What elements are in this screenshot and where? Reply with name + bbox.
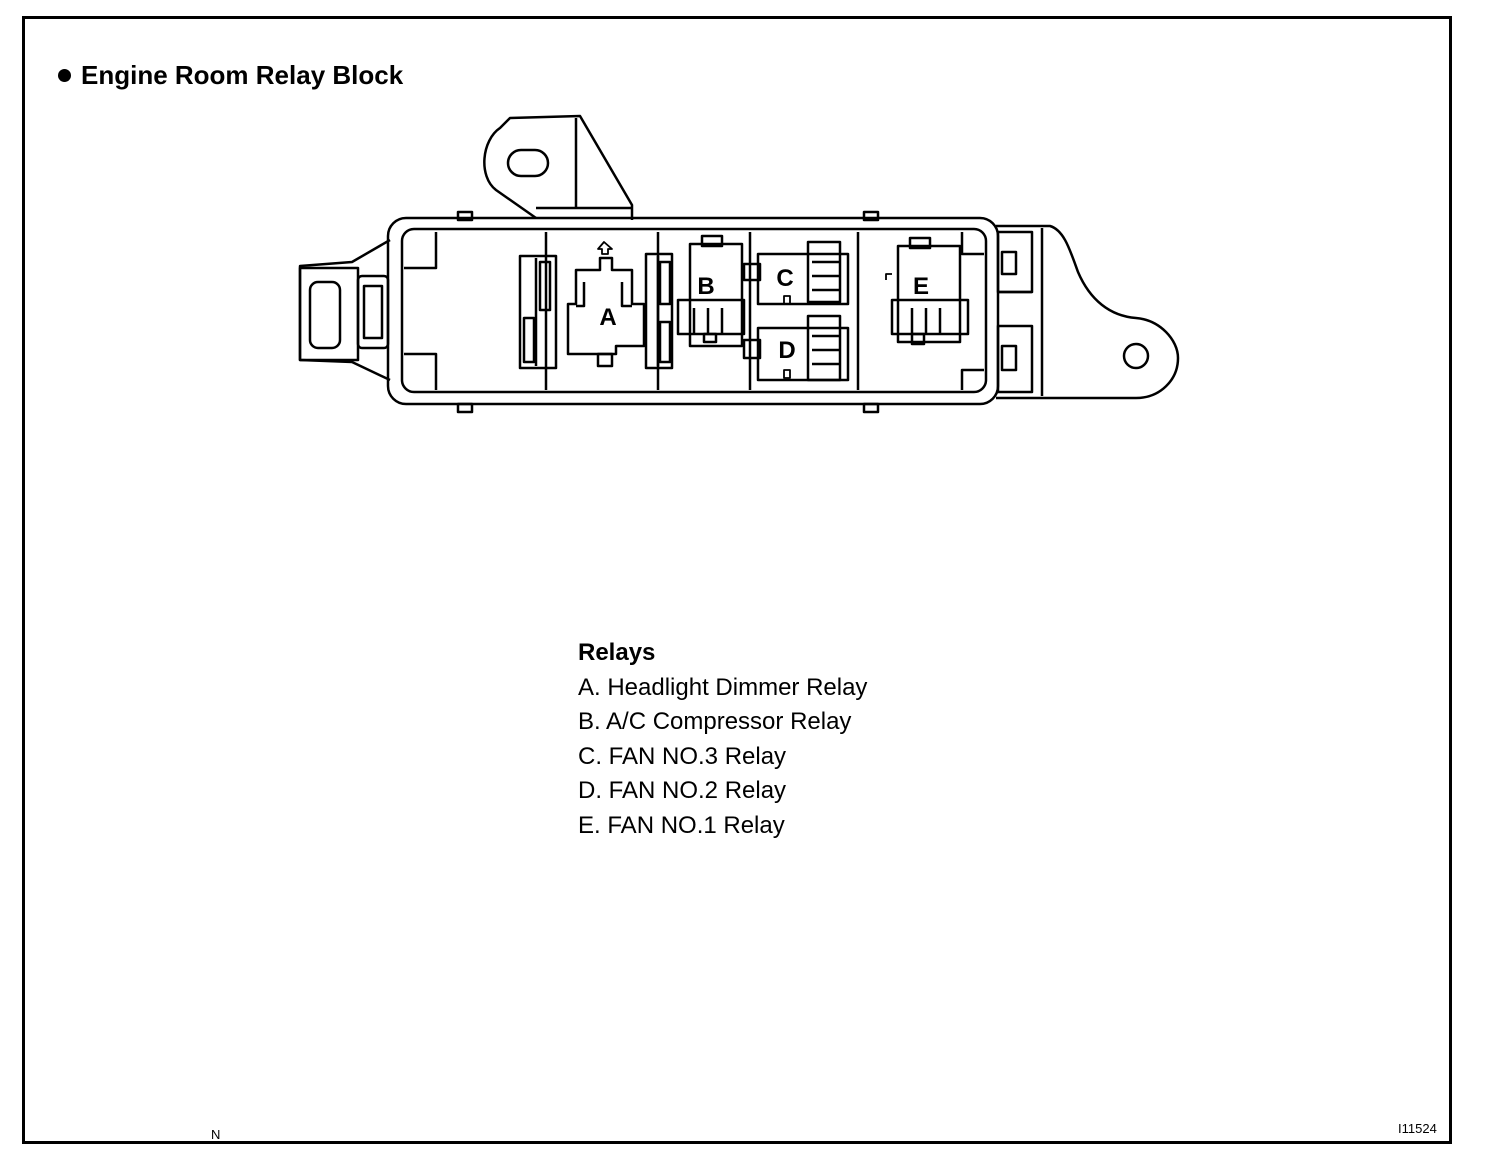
fuse-strip-right [644, 252, 674, 370]
relay-a-label: A [599, 304, 616, 331]
bottom-clip-right [862, 402, 880, 414]
figure-code: I11524 [1398, 1121, 1437, 1136]
legend-item-d: D. FAN NO.2 Relay [578, 777, 787, 804]
bullet-icon [58, 69, 71, 82]
relay-block-housing [386, 216, 1000, 406]
relay-legend: Relays A. Headlight Dimmer Relay B. A/C … [578, 636, 867, 843]
relay-d-socket [742, 314, 850, 382]
left-connector-latch [308, 280, 342, 350]
legend-heading: Relays [578, 639, 656, 666]
bottom-clip-left [456, 402, 474, 414]
top-clip-right [862, 210, 880, 222]
corner-guide-tl [404, 232, 438, 270]
orientation-arrow-icon [597, 241, 613, 255]
fuse-left-lower [522, 316, 536, 364]
top-clip-left [456, 210, 474, 222]
figure-title: Engine Room Relay Block [58, 60, 403, 91]
fuse-left-upper [538, 260, 552, 312]
legend-item-b: B. A/C Compressor Relay [578, 708, 852, 735]
corner-guide-br [960, 368, 984, 390]
legend-item-e: E. FAN NO.1 Relay [578, 811, 785, 839]
fuse-right-upper [658, 260, 672, 306]
bracket-mounting-slot [506, 148, 550, 178]
fuse-right-lower [658, 320, 672, 364]
relay-block-inner-wall [400, 227, 988, 394]
corner-guide-tr [960, 232, 984, 256]
corner-code-left: N [211, 1127, 221, 1142]
relay-d-label: D [778, 337, 795, 364]
relay-b-socket [676, 234, 746, 348]
right-mounting-tab [996, 224, 1180, 400]
right-terminal-upper [1000, 250, 1018, 276]
relay-c-socket [742, 240, 850, 306]
relay-c-label: C [776, 265, 793, 292]
corner-guide-bl [404, 352, 438, 390]
top-mounting-bracket [483, 114, 634, 220]
legend-item-c: C. FAN NO.3 Relay [578, 742, 787, 770]
relay-b-label: B [697, 273, 714, 300]
fuse-strip-left [518, 254, 558, 370]
tab-mounting-hole [1122, 342, 1150, 370]
left-connector-pins [362, 284, 384, 340]
relay-a-socket [566, 241, 646, 368]
figure-title-text: Engine Room Relay Block [81, 60, 404, 90]
legend-item-a: A. Headlight Dimmer Relay [578, 673, 868, 701]
relay-e-label: E [913, 273, 929, 300]
relay-e-socket [885, 236, 970, 346]
right-terminal-lower [1000, 344, 1018, 372]
figure-frame [22, 16, 1452, 1144]
